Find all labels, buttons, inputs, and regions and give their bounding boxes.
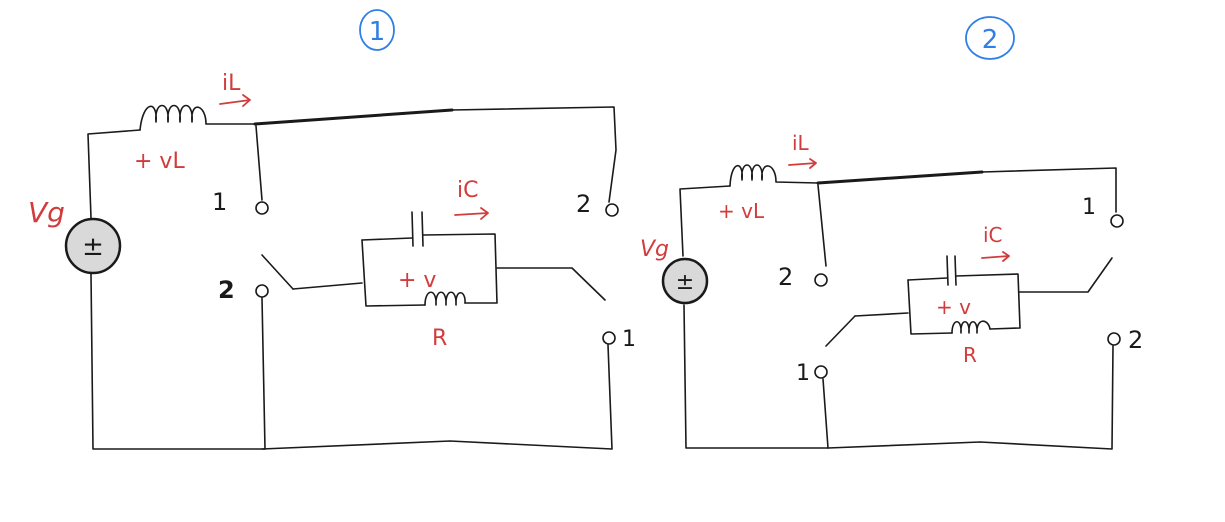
c1-node-to-sw1 xyxy=(255,125,263,201)
c1-right-label-2: 2 xyxy=(576,190,591,218)
c1-left-label-2: 2 xyxy=(218,276,235,304)
c1-blade-to-rc xyxy=(292,282,363,290)
c2-resistor-label: R xyxy=(963,343,977,367)
c2-rc-left xyxy=(907,279,953,335)
c1-cap-current-arrow xyxy=(454,207,489,220)
c2-mid-down-wire xyxy=(822,378,829,449)
c1-resistor-coil xyxy=(424,291,466,306)
c2-cap-wire-right xyxy=(955,273,1021,330)
c2-cap-current-arrow xyxy=(981,251,1010,262)
c1-inductor-current-label: iL xyxy=(222,71,241,96)
c1-source-symbol: ± xyxy=(82,232,104,262)
c2-right-terminal-1 xyxy=(1110,214,1124,228)
c1-inductor xyxy=(139,104,256,131)
c2-cap-plate-2 xyxy=(954,255,957,286)
c1-right-terminal-2 xyxy=(605,203,619,217)
c2-node-to-sw2 xyxy=(817,184,827,267)
c2-right-terminal-2 xyxy=(1107,332,1121,346)
c1-resistor-label: R xyxy=(432,326,447,351)
c1-mid-down-wire xyxy=(261,297,266,450)
c2-inductor xyxy=(729,164,819,187)
c1-source-label: Vg xyxy=(28,196,65,229)
c2-top-right-wire xyxy=(981,167,1117,213)
c2-right-label-2: 2 xyxy=(1128,326,1143,354)
c1-left-label-1: 1 xyxy=(212,188,227,216)
c1-left-terminal-1 xyxy=(255,201,269,215)
c1-rc-left xyxy=(361,239,426,307)
c1-rc-right xyxy=(496,267,606,301)
c2-left-switch-blade xyxy=(825,315,856,347)
c2-left-wire-top xyxy=(679,185,731,257)
c1-cap-plate-1 xyxy=(411,211,414,247)
c2-right-label-1: 1 xyxy=(1082,195,1096,220)
c2-left-label-2: 2 xyxy=(778,263,793,291)
circuit-2-label-circle xyxy=(965,16,1015,60)
c1-left-switch-blade xyxy=(261,254,294,290)
c2-source-label: Vg xyxy=(640,237,669,262)
c2-left-terminal-2 xyxy=(814,273,828,287)
c1-top-thick-wire xyxy=(253,108,454,126)
c2-source-symbol: ± xyxy=(676,270,694,295)
circuit-1: 1 1 2 2 1 xyxy=(28,9,636,450)
c2-cap-current-label: iC xyxy=(983,223,1003,247)
c1-cap-voltage-label: + v xyxy=(398,268,436,293)
c2-inductor-current-arrow xyxy=(788,158,817,169)
c2-bottom-left-wire xyxy=(683,304,829,449)
c2-top-thick-wire xyxy=(816,170,984,185)
c2-inductor-voltage-label: + vL xyxy=(718,199,765,223)
c1-bottom-left-wire xyxy=(90,273,266,450)
c2-rc-right xyxy=(1018,257,1113,293)
c1-left-terminal-2 xyxy=(255,284,269,298)
c1-right-label-1: 1 xyxy=(622,327,636,352)
c2-cap-plate-1 xyxy=(946,255,949,286)
circuit-1-label-circle xyxy=(359,9,395,51)
c1-inductor-current-arrow xyxy=(219,94,251,107)
c2-voltage-source xyxy=(661,257,709,305)
c2-cap-voltage-label: + v xyxy=(936,295,971,319)
c2-resistor-coil xyxy=(951,320,991,334)
c1-right-down-wire xyxy=(261,344,613,450)
c1-cap-wire-left xyxy=(361,237,413,241)
c1-left-wire-top xyxy=(87,129,141,219)
c2-left-label-1: 1 xyxy=(796,361,810,386)
circuit-2-number: 2 xyxy=(982,25,999,55)
c1-cap-plate-2 xyxy=(421,211,424,247)
c1-cap-current-label: iC xyxy=(457,178,478,203)
c1-cap-wire-right xyxy=(422,233,498,304)
c1-inductor-voltage-label: + vL xyxy=(134,149,185,174)
c2-cap-wire-left xyxy=(907,277,948,281)
c2-left-terminal-1 xyxy=(814,365,828,379)
c2-right-down-wire xyxy=(827,345,1114,450)
circuit-1-number: 1 xyxy=(369,17,386,47)
c1-top-right-wire xyxy=(451,106,617,203)
c2-blade-to-rc xyxy=(854,312,909,317)
c1-right-terminal-1 xyxy=(602,331,616,345)
c1-voltage-source xyxy=(64,217,122,275)
circuit-2: 2 2 1 1 2 ± Vg iL xyxy=(640,16,1143,450)
c2-inductor-current-label: iL xyxy=(792,131,810,155)
